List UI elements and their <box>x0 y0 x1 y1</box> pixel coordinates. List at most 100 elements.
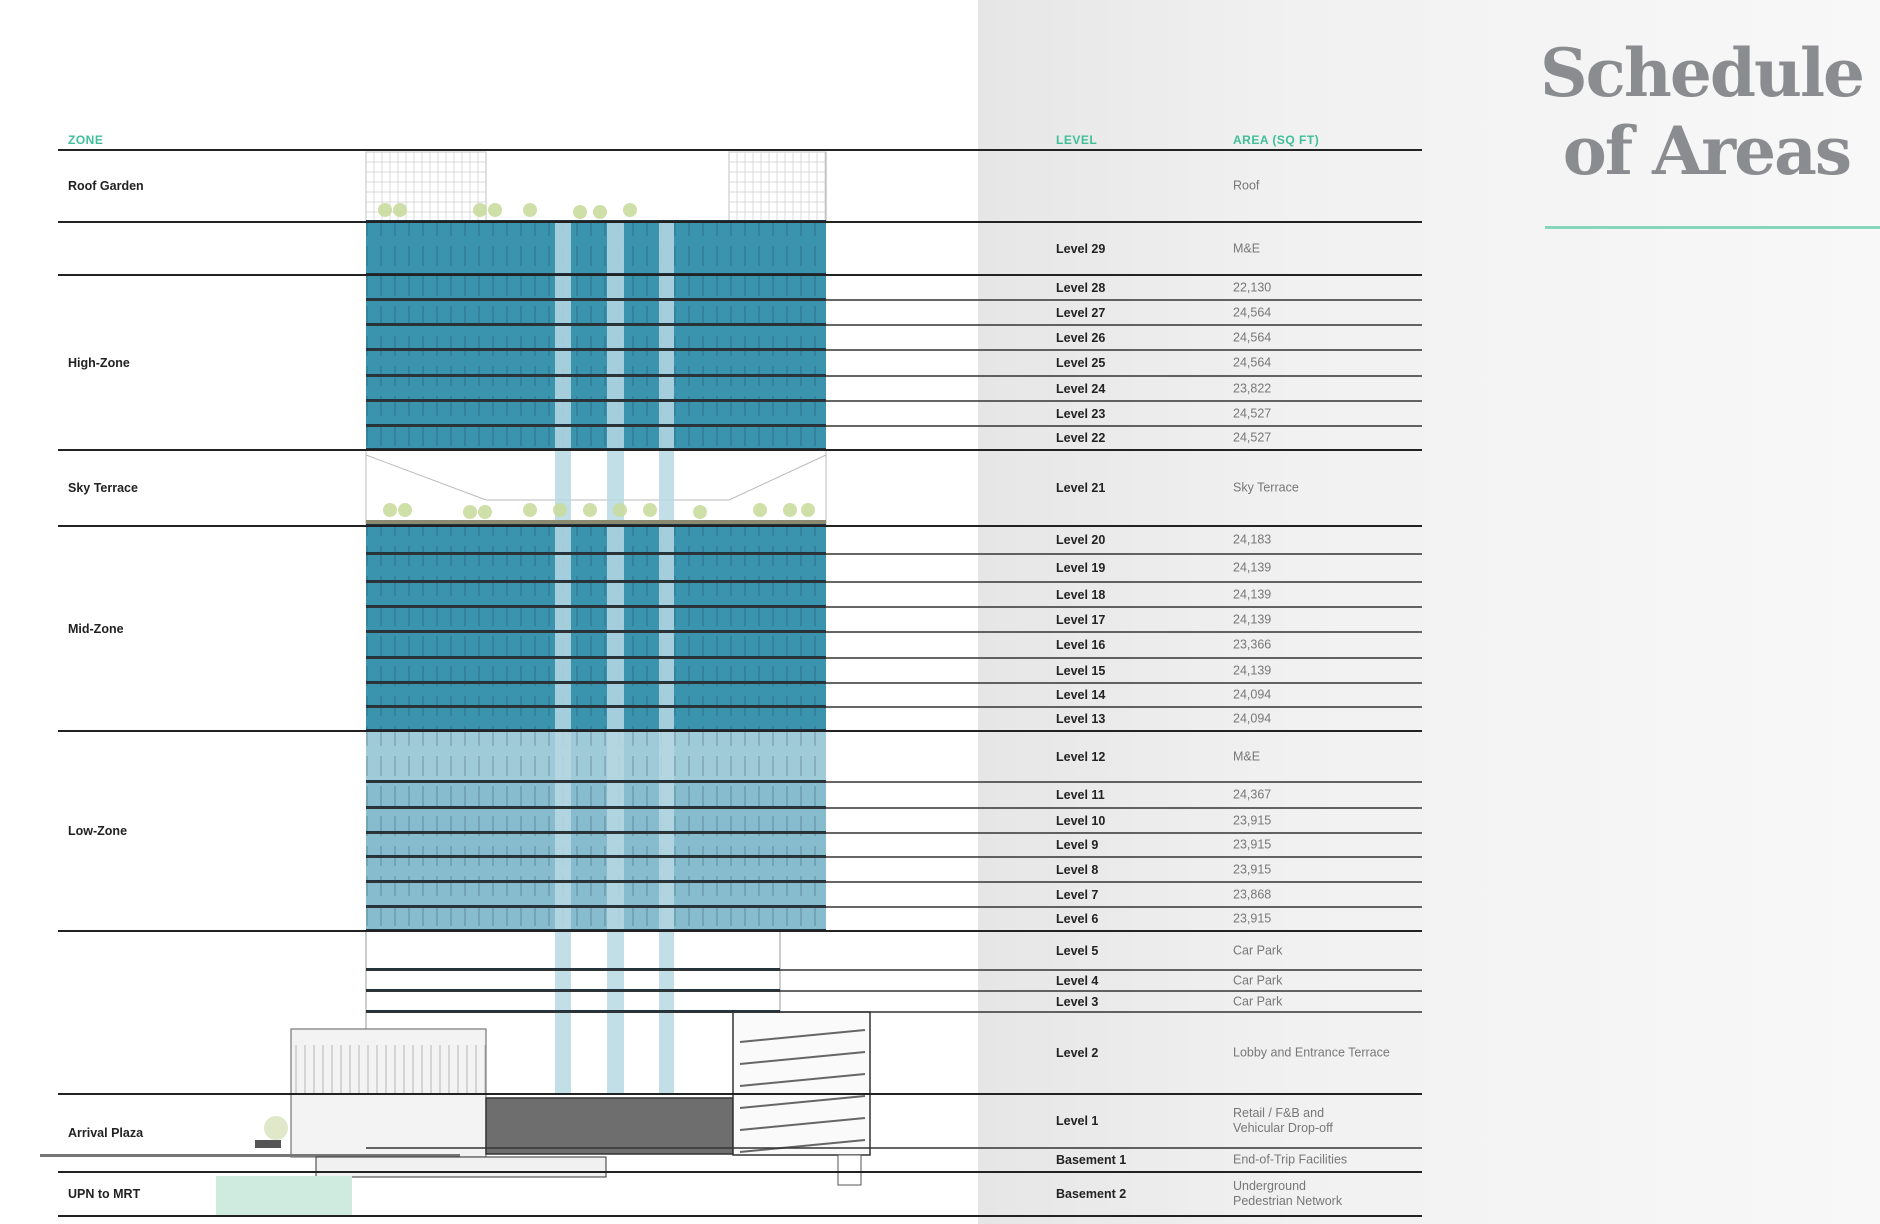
area-value: 24,564 <box>1233 330 1272 344</box>
ramp <box>739 1139 866 1153</box>
plant <box>593 205 607 219</box>
tree <box>264 1116 288 1140</box>
plant <box>613 503 627 517</box>
title-underline <box>1545 226 1880 229</box>
area-value: Car Park <box>1233 994 1283 1008</box>
area-value: End-of-Trip Facilities <box>1233 1152 1348 1167</box>
zone-label: High-Zone <box>68 355 130 370</box>
level-label: Level 24 <box>1056 381 1106 396</box>
plant <box>753 503 767 517</box>
retail-dark-block <box>485 1097 734 1155</box>
area-value: Roof <box>1233 178 1260 193</box>
area-value: 23,915 <box>1233 911 1272 926</box>
plant <box>623 203 637 217</box>
area-value: 23,868 <box>1233 887 1272 901</box>
area-value: Underground Pedestrian Network <box>1233 1179 1343 1208</box>
windows <box>366 526 826 931</box>
area-column-header: AREA (SQ FT) <box>1233 133 1320 147</box>
level-label: Level 22 <box>1056 431 1106 445</box>
level-label: Level 6 <box>1056 912 1099 926</box>
level-label: Level 27 <box>1056 305 1106 320</box>
level-label: Level 18 <box>1056 587 1106 602</box>
level-label: Level 2 <box>1056 1046 1099 1060</box>
area-value: 24,094 <box>1233 687 1272 702</box>
area-value: 24,564 <box>1233 355 1272 370</box>
plant <box>573 205 587 219</box>
area-value: 23,915 <box>1233 837 1272 852</box>
ground-line <box>40 1154 460 1157</box>
basement-1 <box>315 1156 607 1178</box>
plant <box>801 503 815 517</box>
plant <box>478 505 492 519</box>
level-label: Basement 2 <box>1056 1187 1127 1201</box>
area-value: 24,139 <box>1233 612 1272 626</box>
area-value: 23,915 <box>1233 862 1272 876</box>
plant <box>463 505 477 519</box>
ramp <box>739 1117 866 1131</box>
area-value: M&E <box>1233 749 1261 763</box>
zone-label: Arrival Plaza <box>68 1126 144 1140</box>
ramp <box>739 1095 866 1109</box>
area-value: Sky Terrace <box>1233 480 1299 495</box>
plant <box>783 503 797 517</box>
zone-label: Sky Terrace <box>68 481 138 495</box>
mrt-link <box>216 1176 352 1216</box>
area-value: 24,564 <box>1233 305 1272 319</box>
area-value: 24,139 <box>1233 587 1272 601</box>
windows <box>366 222 826 450</box>
zone-label: UPN to MRT <box>68 1187 141 1201</box>
level-label: Level 26 <box>1056 330 1106 345</box>
level-label: Level 19 <box>1056 561 1106 575</box>
level-label: Level 3 <box>1056 994 1099 1009</box>
plant <box>693 505 707 519</box>
area-value: 23,822 <box>1233 381 1272 395</box>
zone-label: Mid-Zone <box>68 621 124 636</box>
car <box>255 1140 281 1148</box>
terrace-planter <box>366 520 826 526</box>
level-label: Level 23 <box>1056 406 1106 421</box>
level-label: Level 1 <box>1056 1114 1099 1128</box>
area-value: 24,094 <box>1233 711 1272 726</box>
level-label: Basement 1 <box>1056 1153 1127 1167</box>
ramp <box>739 1029 866 1043</box>
area-value: 24,139 <box>1233 663 1272 677</box>
zone-column-header: ZONE <box>68 133 104 147</box>
level-label: Level 5 <box>1056 943 1099 958</box>
area-value: Retail / F&B and Vehicular Drop-off <box>1233 1106 1333 1135</box>
level-label: Level 8 <box>1056 862 1099 877</box>
level-label: Level 9 <box>1056 838 1099 852</box>
area-value: Lobby and Entrance Terrace <box>1233 1045 1390 1060</box>
page-title: Schedule of Areas <box>1540 34 1865 190</box>
plant <box>553 503 567 517</box>
roof-frame <box>728 151 827 223</box>
area-value: 24,183 <box>1233 532 1272 547</box>
level-label: Level 29 <box>1056 241 1106 256</box>
plant <box>583 503 597 517</box>
zone-label: Roof Garden <box>68 179 144 193</box>
area-value: 24,139 <box>1233 560 1272 575</box>
plant <box>643 503 657 517</box>
plant <box>393 203 407 217</box>
area-value: Car Park <box>1233 973 1283 987</box>
level-label: Level 15 <box>1056 663 1106 678</box>
level-label: Level 7 <box>1056 887 1099 902</box>
plant <box>523 203 537 217</box>
level-label: Level 20 <box>1056 533 1106 547</box>
zone-label: Low-Zone <box>68 824 128 838</box>
column-footing <box>837 1154 862 1186</box>
area-value: 22,130 <box>1233 280 1272 294</box>
plant <box>473 203 487 217</box>
area-value: M&E <box>1233 241 1261 255</box>
level-label: Level 13 <box>1056 712 1106 726</box>
car-park-ramp-structure <box>732 1011 871 1156</box>
plant <box>398 503 412 517</box>
level-label: Level 28 <box>1056 280 1106 295</box>
area-value: 23,366 <box>1233 637 1272 652</box>
plant <box>523 503 537 517</box>
level-label: Level 12 <box>1056 749 1106 764</box>
level-label: Level 14 <box>1056 688 1106 702</box>
level-label: Level 25 <box>1056 356 1106 370</box>
level-label: Level 4 <box>1056 973 1099 988</box>
area-value: 24,527 <box>1233 430 1272 445</box>
level-label: Level 16 <box>1056 638 1106 652</box>
